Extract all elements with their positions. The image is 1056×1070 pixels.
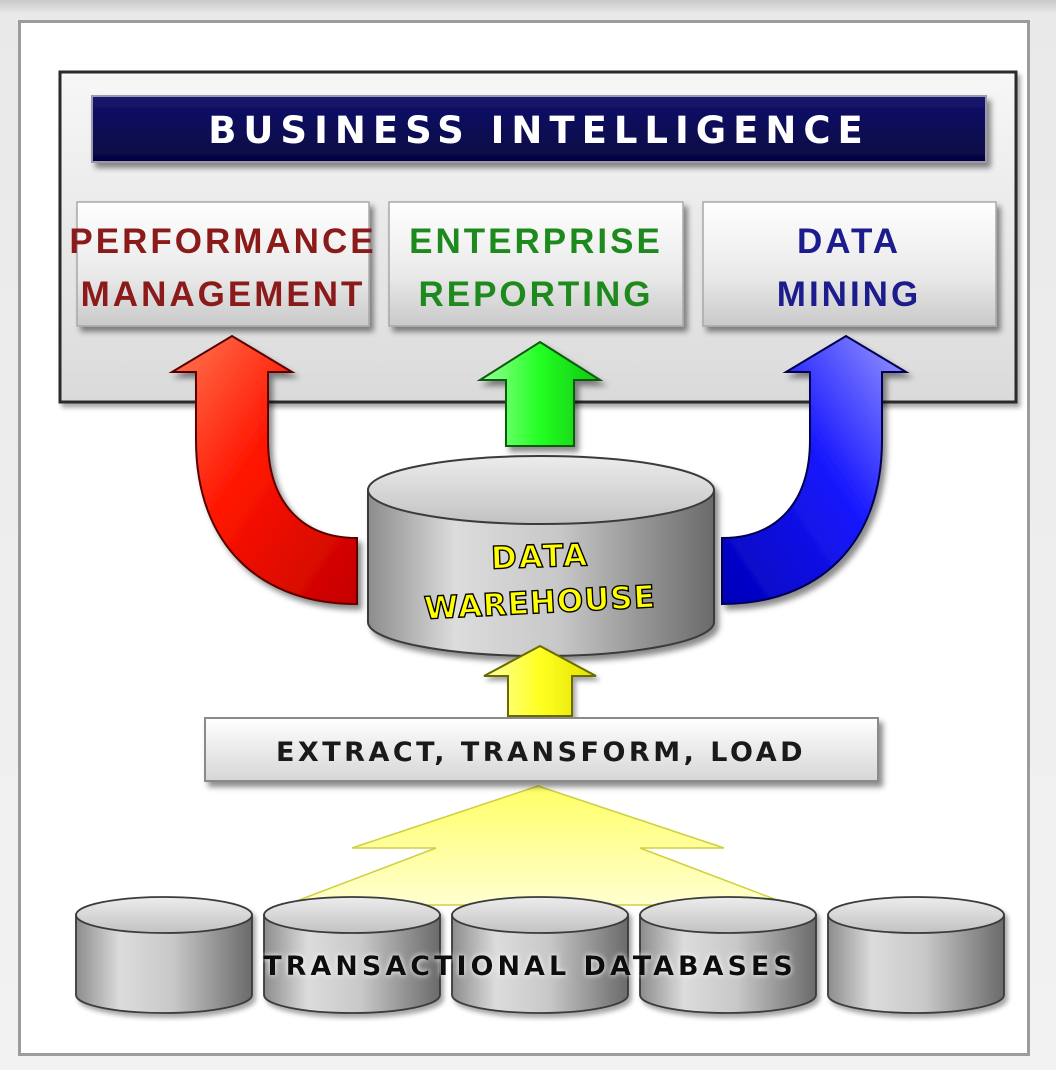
module-line2: MANAGEMENT bbox=[81, 275, 366, 314]
arrow-yellow bbox=[483, 644, 597, 717]
etl-label: EXTRACT, TRANSFORM, LOAD bbox=[276, 737, 806, 768]
module-line2: MINING bbox=[777, 275, 921, 314]
module-line2: REPORTING bbox=[418, 275, 653, 314]
database-3 bbox=[451, 896, 629, 1014]
curved-arrow-red bbox=[168, 334, 358, 606]
etl-box: EXTRACT, TRANSFORM, LOAD bbox=[204, 717, 879, 782]
sources-label: TRANSACTIONAL DATABASES bbox=[263, 951, 797, 982]
module-data-mining: DATA MINING bbox=[702, 201, 997, 327]
database-2 bbox=[263, 896, 441, 1014]
module-line1: ENTERPRISE bbox=[409, 222, 663, 261]
curved-arrow-blue bbox=[721, 334, 910, 606]
database-5 bbox=[827, 896, 1005, 1014]
module-performance-management: PERFORMANCE MANAGEMENT bbox=[69, 201, 376, 327]
module-enterprise-reporting: ENTERPRISE REPORTING bbox=[388, 201, 684, 327]
funnel-arrow-yellow bbox=[285, 785, 791, 906]
module-line1: DATA bbox=[797, 222, 901, 261]
database-1 bbox=[75, 896, 253, 1014]
warehouse-line1: DATA bbox=[490, 537, 589, 576]
arrow-green bbox=[476, 340, 604, 447]
module-line1: PERFORMANCE bbox=[69, 222, 376, 261]
title-bar: BUSINESS INTELLIGENCE bbox=[91, 95, 987, 163]
title-text: BUSINESS INTELLIGENCE bbox=[208, 109, 870, 152]
database-4 bbox=[639, 896, 817, 1014]
data-warehouse-cylinder bbox=[367, 455, 715, 657]
transactional-databases bbox=[75, 896, 1005, 1014]
